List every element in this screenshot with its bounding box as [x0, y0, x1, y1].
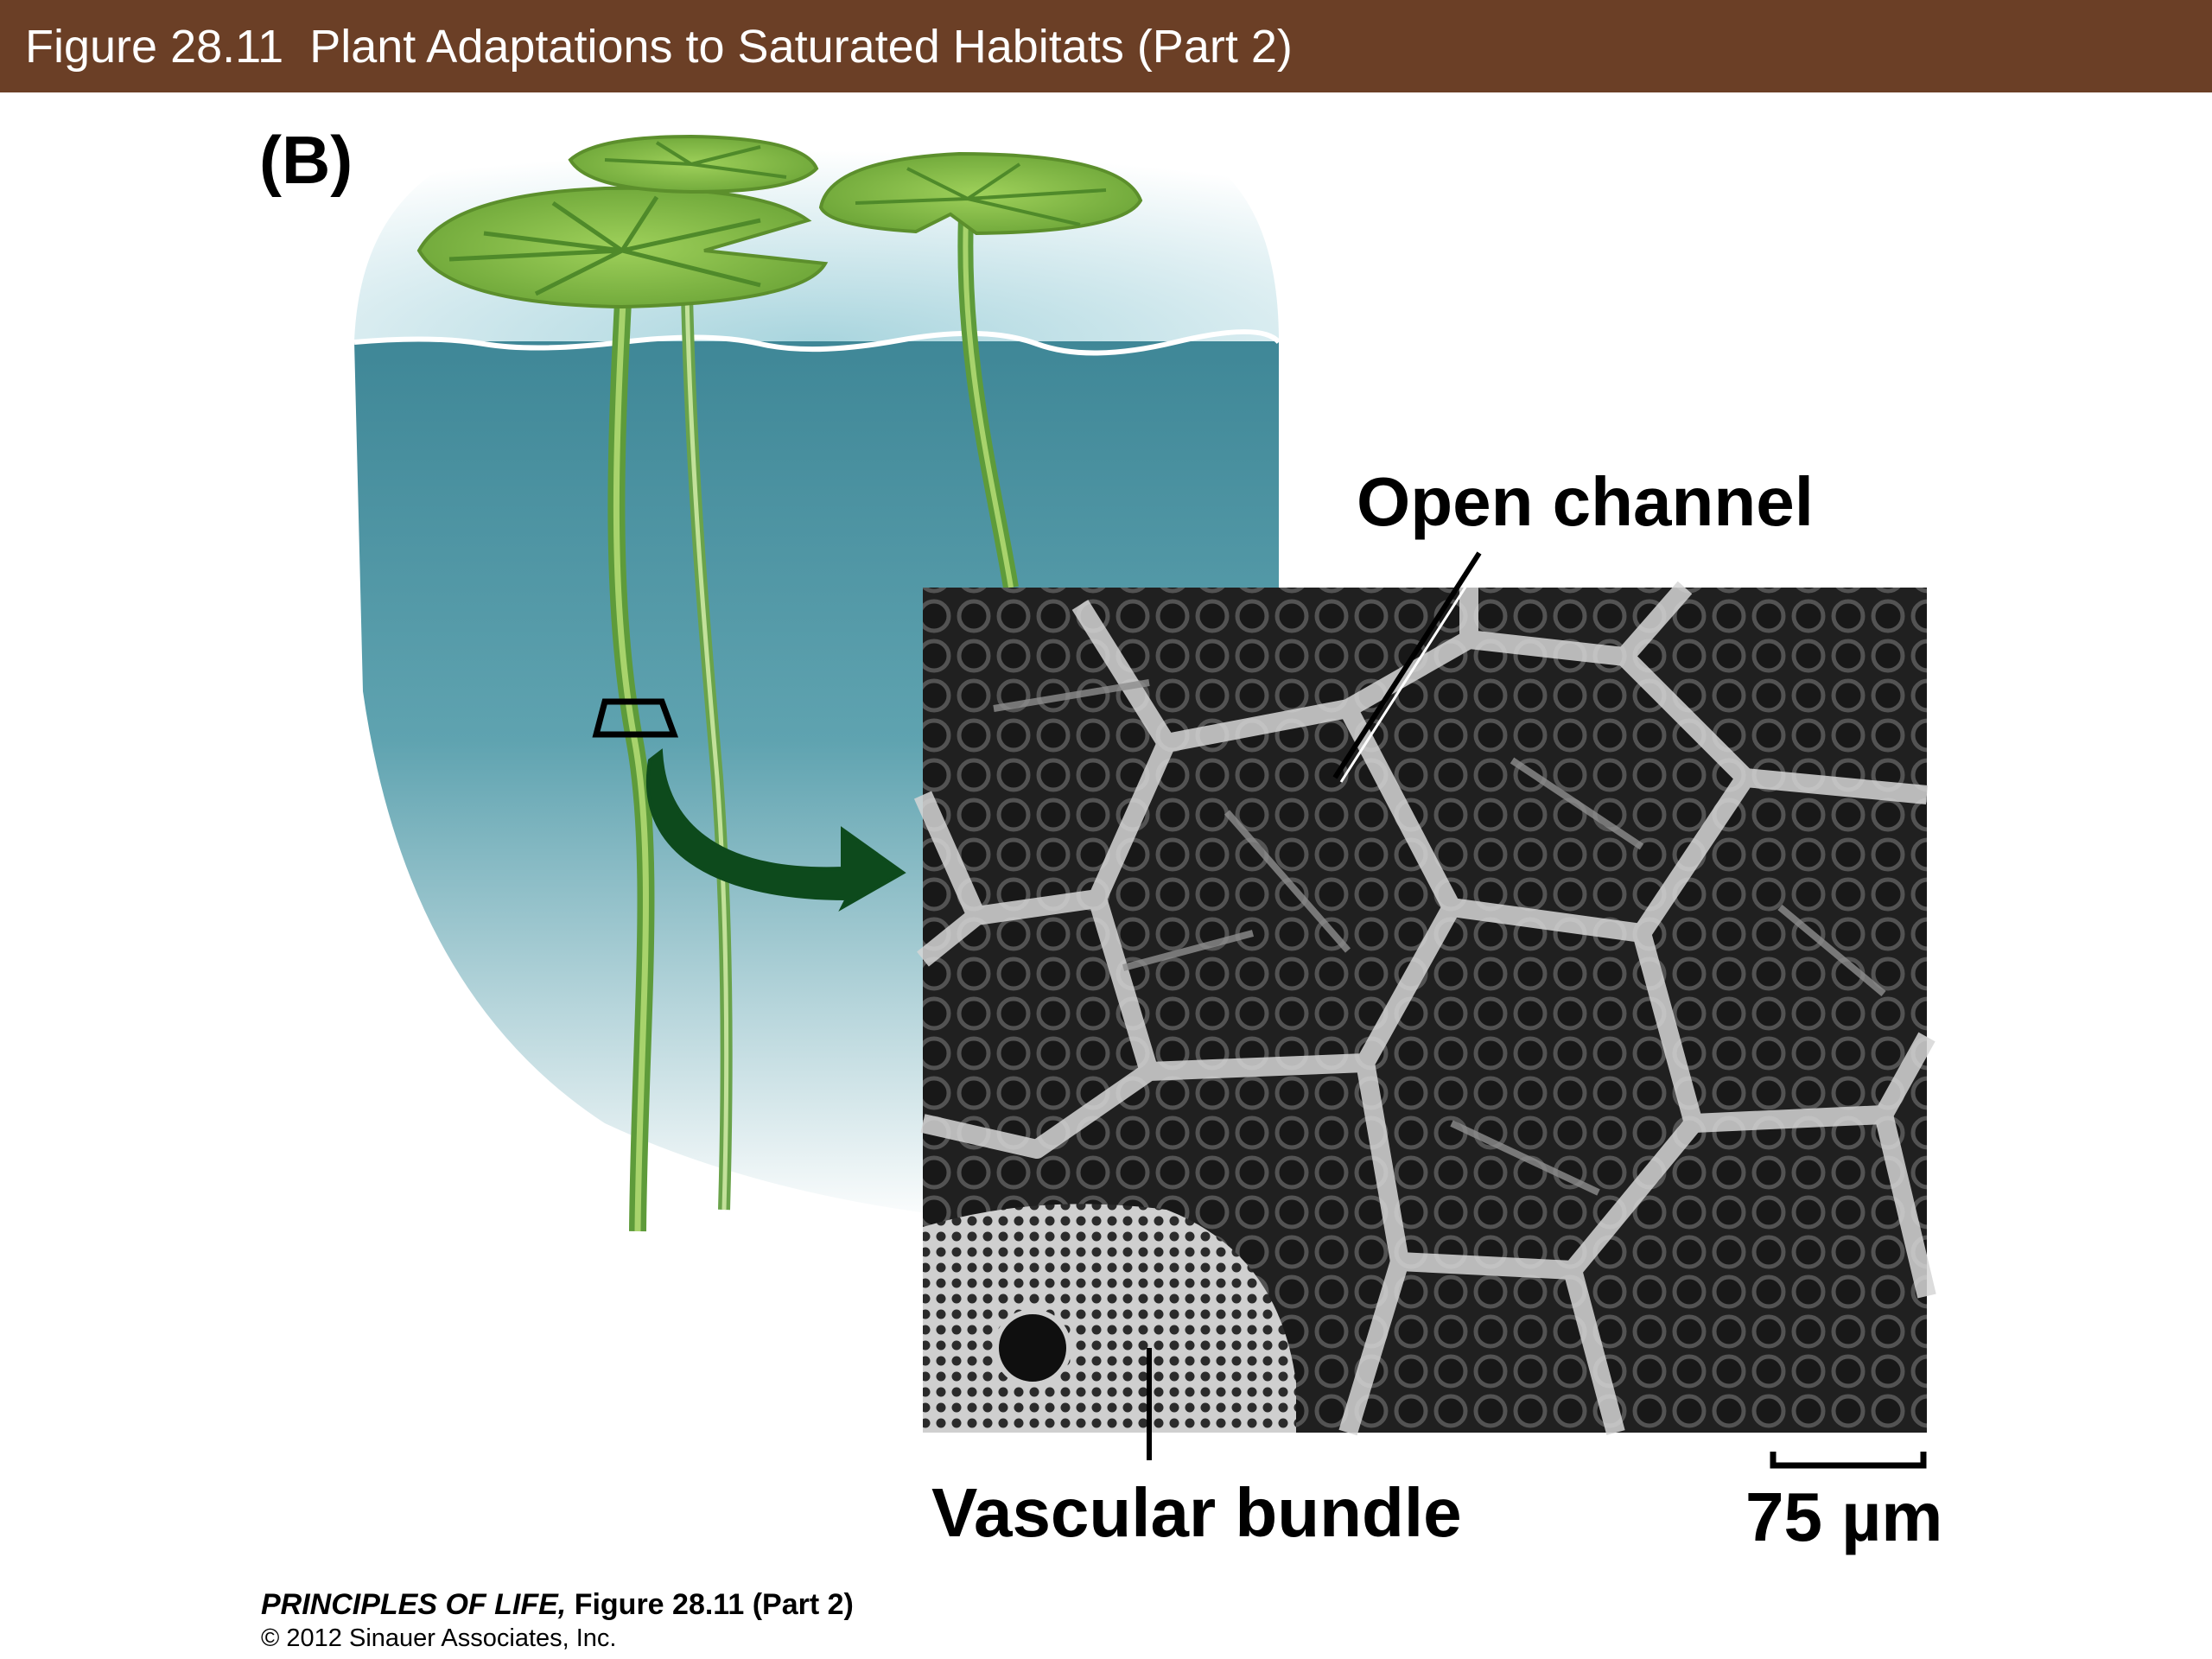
header-bar: Figure 28.11 Plant Adaptations to Satura… — [0, 0, 2212, 92]
footer-figure-ref: Figure 28.11 (Part 2) — [566, 1588, 854, 1621]
arrow-icon — [645, 748, 906, 912]
water-surface-line — [353, 329, 1281, 356]
section-marker — [592, 698, 679, 738]
vascular-bundle-label: Vascular bundle — [931, 1474, 1462, 1551]
open-channel-label: Open channel — [1357, 463, 1814, 540]
open-channel-leader — [1332, 551, 1482, 779]
stem-right-highlight — [963, 215, 1014, 588]
footer-citation: PRINCIPLES OF LIFE, Figure 28.11 (Part 2… — [261, 1588, 854, 1622]
open-channel-leader-white — [1339, 556, 1486, 783]
scale-bar-label: 75 µm — [1745, 1478, 1943, 1555]
lily-pad-large — [416, 186, 829, 309]
sem-micrograph — [913, 581, 1936, 1436]
lily-pad-back — [568, 134, 819, 194]
stem-middle-highlight — [684, 293, 729, 1211]
footer-copyright: © 2012 Sinauer Associates, Inc. — [261, 1624, 617, 1652]
lily-pad-right — [818, 151, 1143, 236]
stem-left-highlight — [613, 284, 649, 1232]
scale-bar — [1770, 1452, 1927, 1469]
panel-label: (B) — [259, 122, 353, 198]
figure-title: Figure 28.11 Plant Adaptations to Satura… — [25, 20, 1293, 73]
footer-book-title: PRINCIPLES OF LIFE, — [261, 1588, 567, 1621]
